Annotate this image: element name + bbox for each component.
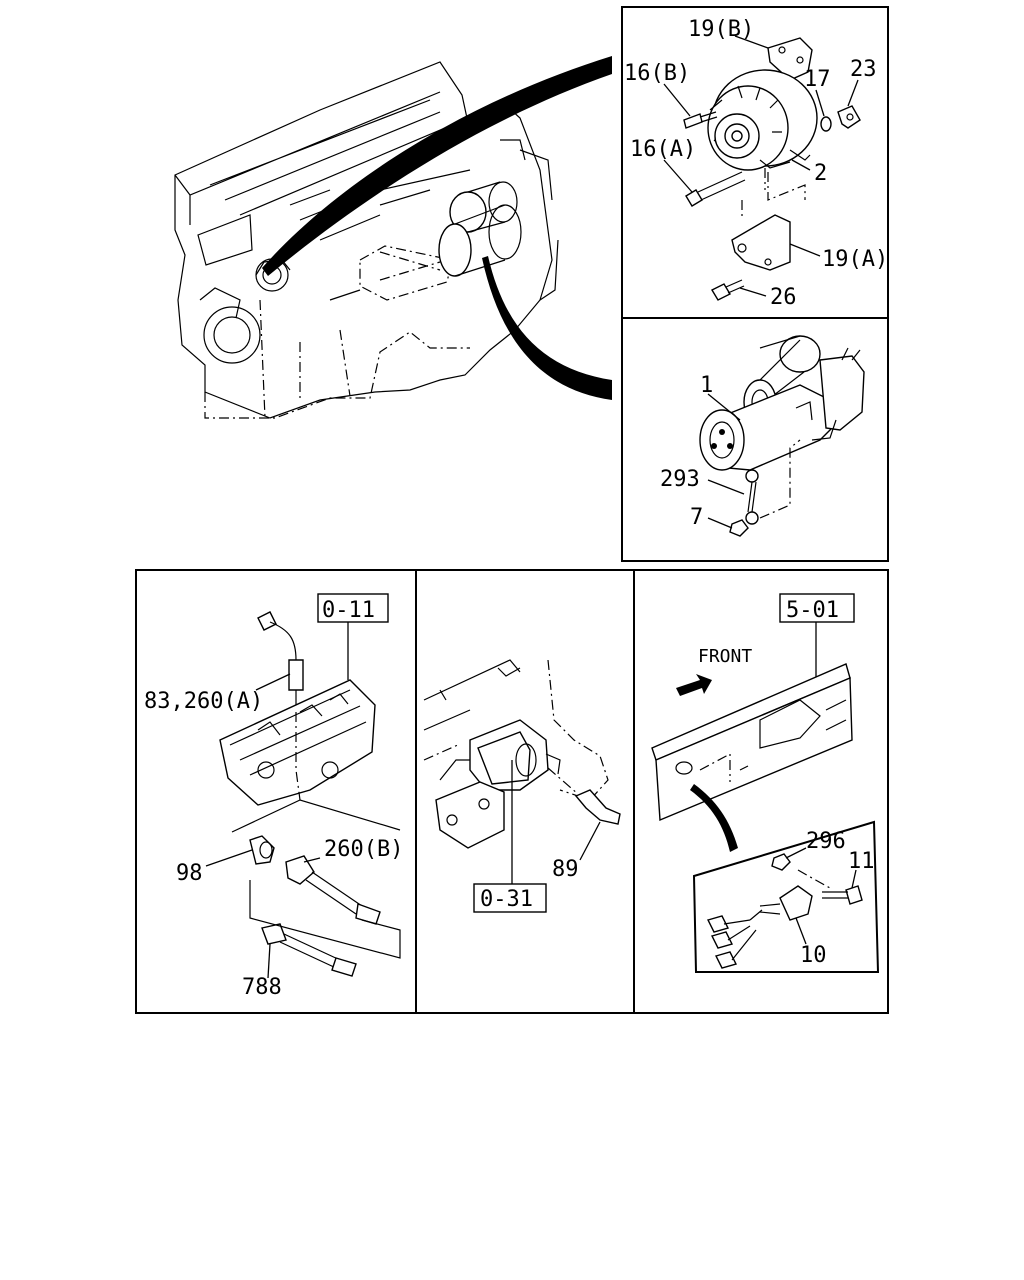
callout-19b: 19(B) bbox=[688, 17, 754, 42]
starter-panel bbox=[621, 317, 889, 562]
callout-293: 293 bbox=[660, 467, 700, 492]
callout-11: 11 bbox=[848, 849, 875, 874]
callout-17: 17 bbox=[804, 67, 831, 92]
oil-sensor-leaders bbox=[511, 760, 601, 886]
callout-98: 98 bbox=[176, 861, 203, 886]
head-sensor-leaders bbox=[205, 673, 321, 979]
frame-switch-leaders bbox=[785, 847, 857, 945]
ref-box-0-11 bbox=[317, 593, 389, 623]
callout-7: 7 bbox=[690, 505, 703, 530]
front-arrow-icon bbox=[676, 674, 712, 696]
front-label: FRONT bbox=[698, 646, 752, 667]
pointer-to-alternator bbox=[262, 56, 612, 276]
callout-0-31: 0-31 bbox=[480, 887, 533, 912]
ref-box-5-01 bbox=[779, 593, 855, 623]
callout-2: 2 bbox=[814, 161, 827, 186]
frame-switch-panel bbox=[651, 593, 880, 973]
callout-89: 89 bbox=[552, 857, 579, 882]
head-sensor-panel bbox=[219, 593, 401, 977]
starter-leaders bbox=[707, 393, 745, 529]
callout-296: 296 bbox=[806, 829, 846, 854]
starter-drawing bbox=[699, 335, 865, 537]
bottom-panels-frame bbox=[135, 569, 889, 1014]
callout-83-260a: 83,260(A) bbox=[144, 689, 263, 714]
callout-23: 23 bbox=[850, 57, 877, 82]
callout-260b: 260(B) bbox=[324, 837, 403, 862]
callout-26: 26 bbox=[770, 285, 797, 310]
callout-16a: 16(A) bbox=[630, 137, 696, 162]
callout-5-01: 5-01 bbox=[786, 598, 839, 623]
callout-10: 10 bbox=[800, 943, 827, 968]
pointer-to-starter bbox=[482, 256, 612, 400]
callout-1: 1 bbox=[700, 373, 713, 398]
callout-16b: 16(B) bbox=[624, 61, 690, 86]
callout-0-11: 0-11 bbox=[322, 598, 375, 623]
callout-19a: 19(A) bbox=[822, 247, 888, 272]
alternator-drawing bbox=[683, 37, 861, 301]
callout-788: 788 bbox=[242, 975, 282, 1000]
alternator-leaders bbox=[663, 35, 859, 297]
oil-sensor-panel bbox=[423, 659, 621, 849]
ref-box-0-31 bbox=[473, 883, 547, 913]
